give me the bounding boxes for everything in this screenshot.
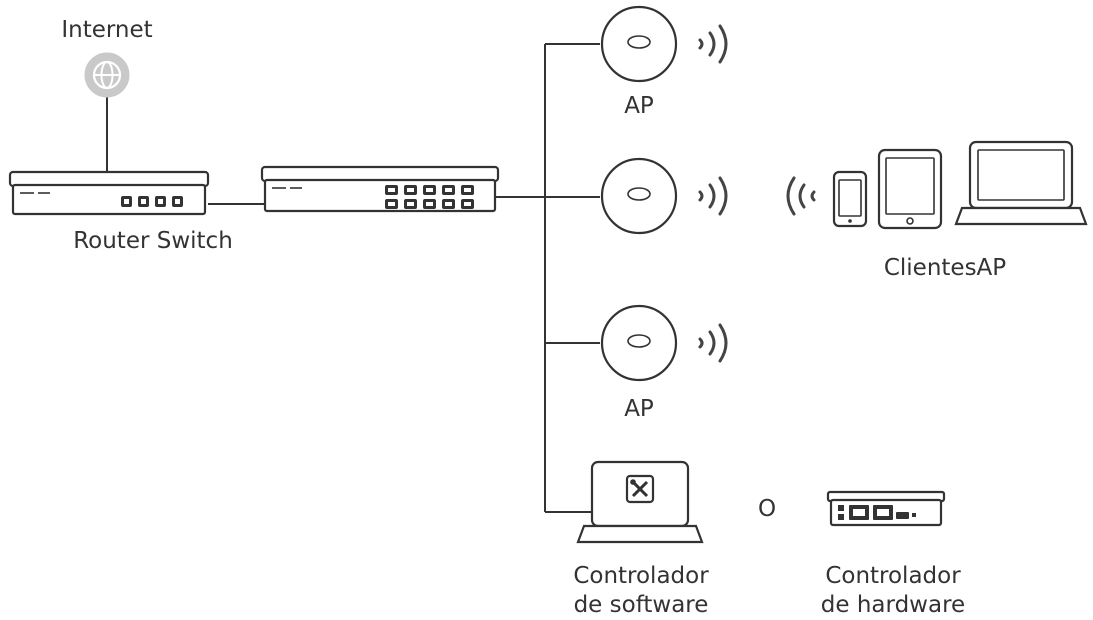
internet-label: Internet [61,17,152,43]
or-separator: O [758,496,776,522]
software-controller-laptop-icon [576,460,704,544]
phone-icon [832,170,868,228]
software-controller-label-line2: de software [574,592,709,618]
ap-bottom-label: AP [624,396,654,422]
router-icon [8,170,210,216]
clients-label: ClientesAP [884,255,1006,281]
hardware-controller-label-line2: de hardware [821,592,965,618]
laptop-icon [954,140,1088,226]
software-controller-label-line1: Controlador [573,563,709,589]
connection-lines [106,43,600,513]
tablet-icon [877,148,943,230]
router-switch-label: Router Switch [73,228,233,254]
hardware-controller-icon [826,490,946,527]
ap-top-label: AP [624,93,654,119]
wifi-signal-icon [698,176,728,216]
wifi-signal-icon [698,323,728,363]
ap-icon-top [600,5,678,83]
ap-icon-bottom [600,304,678,382]
globe-icon [84,52,130,98]
wifi-receive-icon [786,176,816,216]
ap-icon-middle [600,157,678,235]
tools-icon [625,474,655,504]
wifi-signal-icon [698,24,728,64]
switch-icon [260,165,500,213]
hardware-controller-label-line1: Controlador [825,563,961,589]
